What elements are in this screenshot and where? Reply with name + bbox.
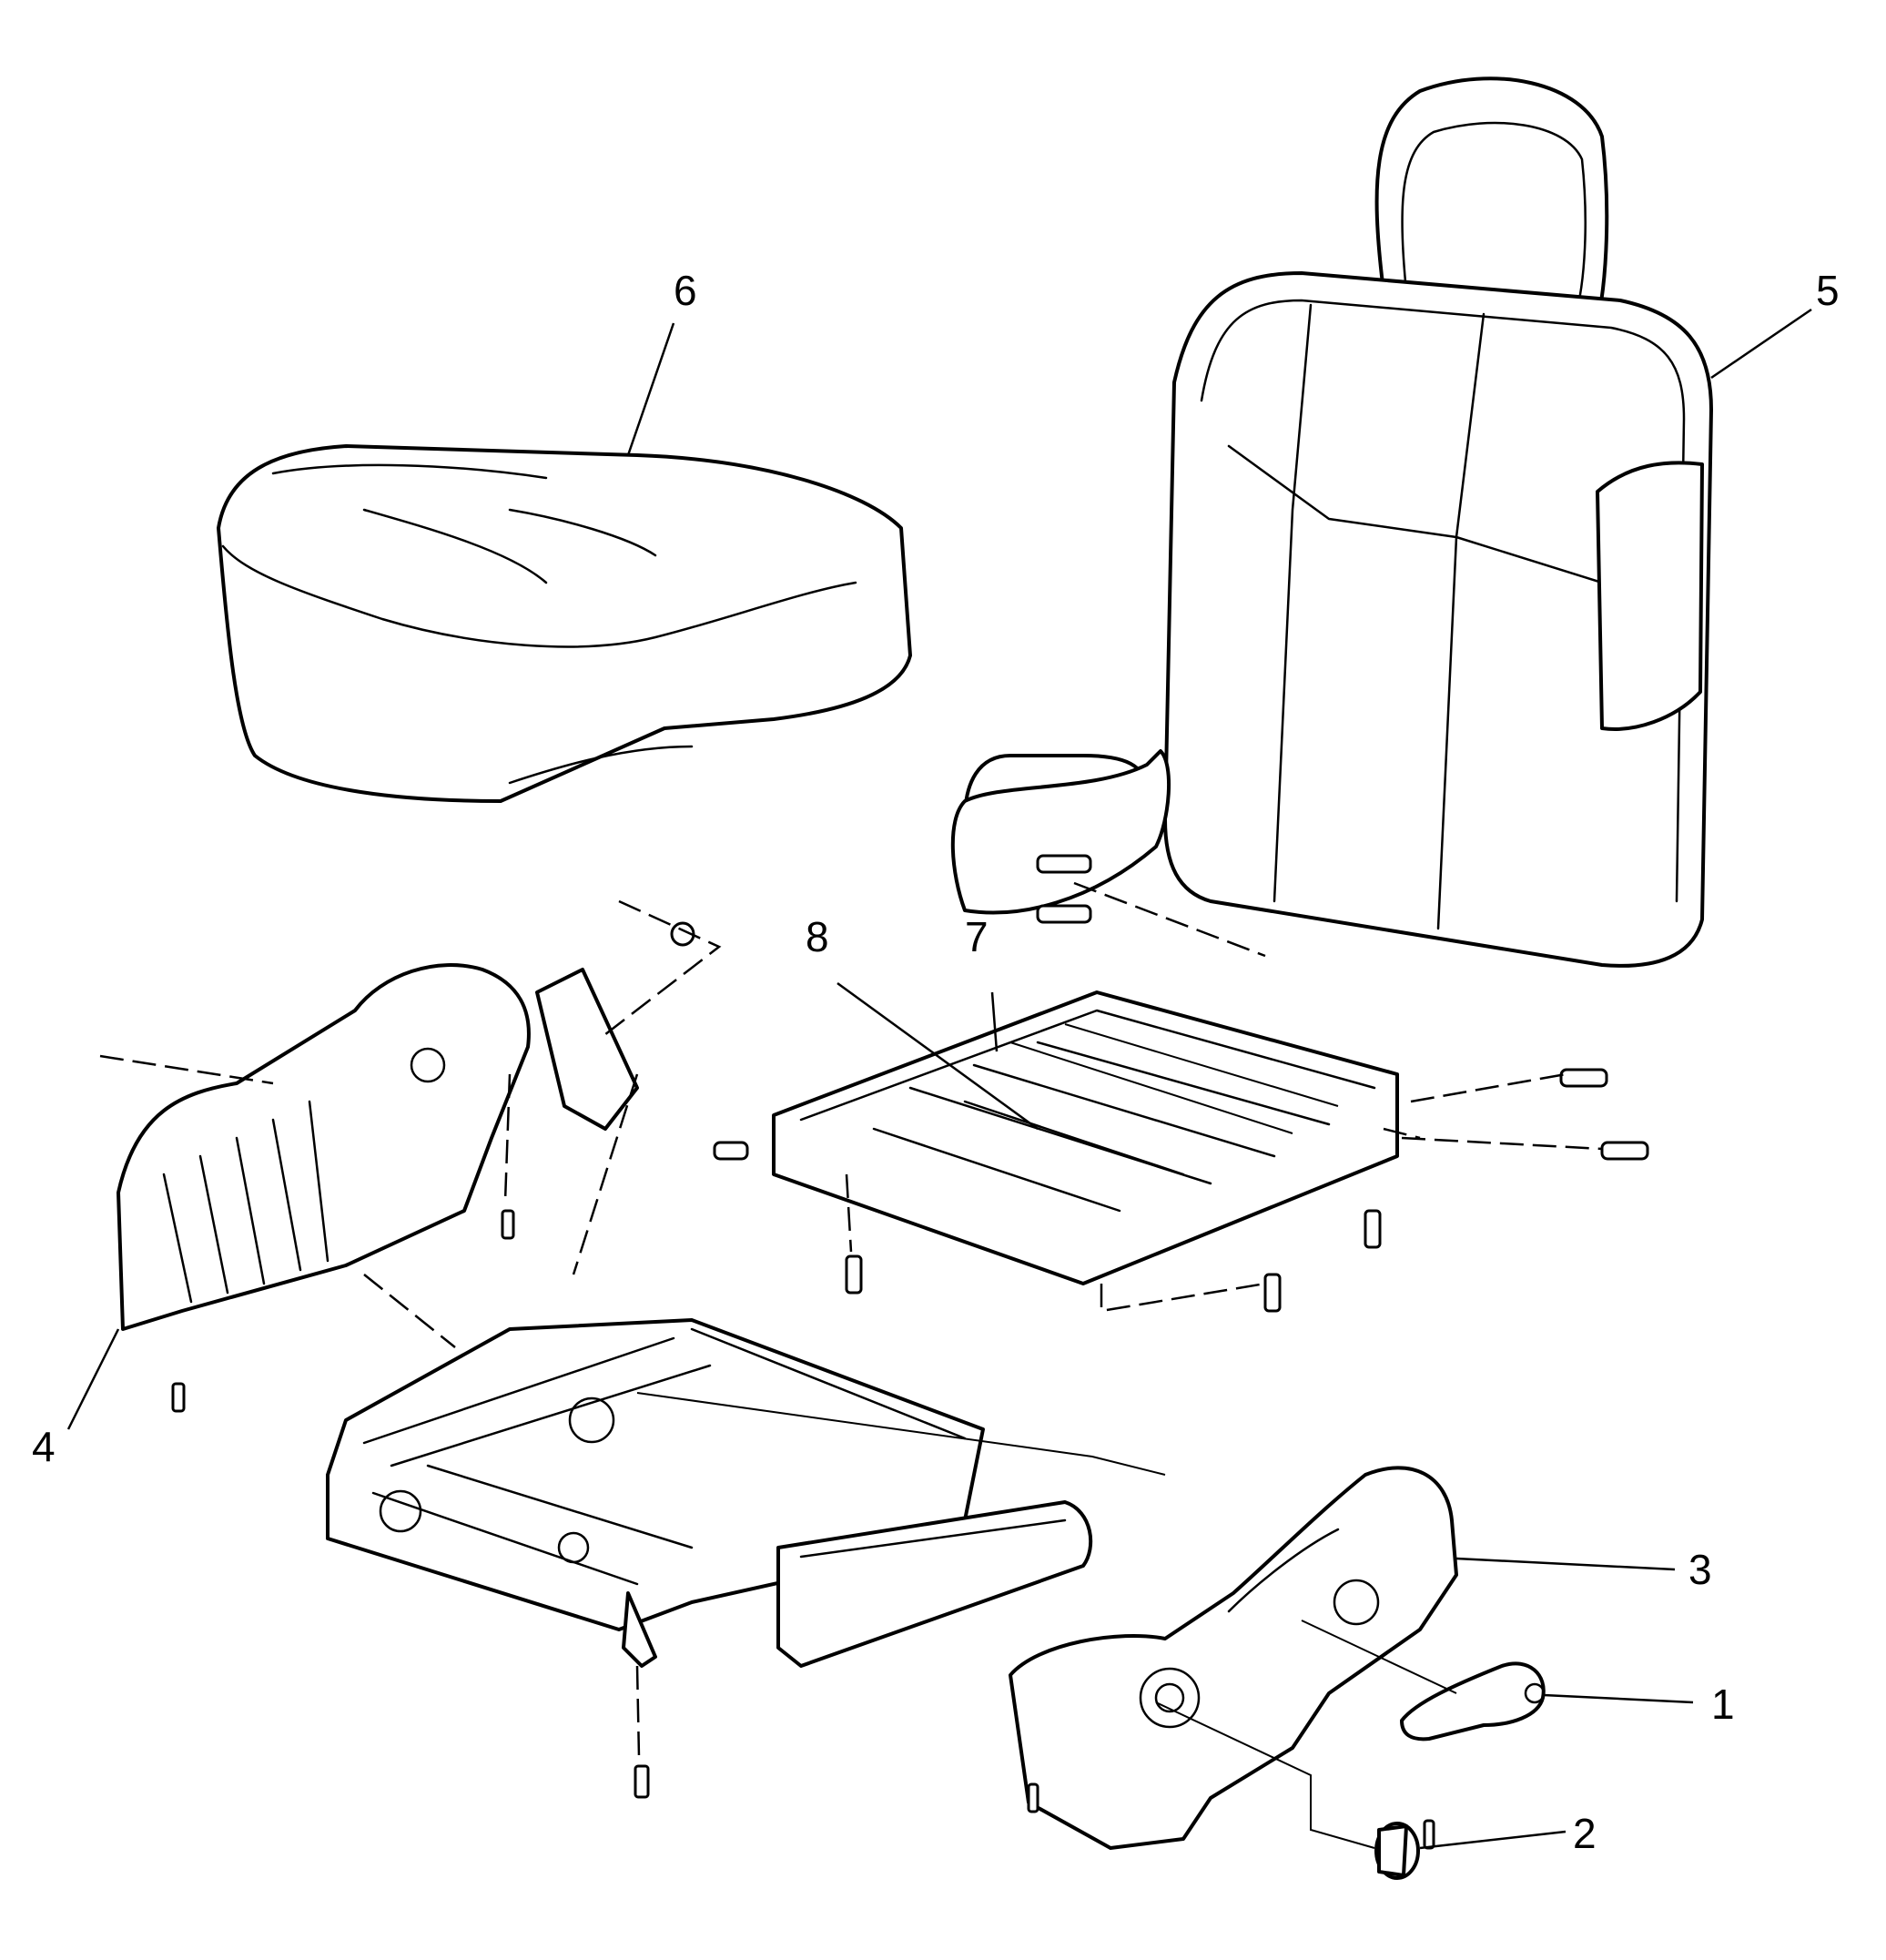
seat-cushion — [217, 444, 912, 803]
fasteners — [171, 854, 1649, 1850]
callout-5: 5 — [1816, 267, 1840, 314]
side-shield-right — [1009, 1466, 1458, 1850]
callout-7: 7 — [965, 913, 989, 960]
seat-adjuster — [326, 1318, 1093, 1668]
callout-1: 1 — [1711, 1681, 1735, 1728]
callout-3: 3 — [1688, 1546, 1712, 1593]
callout-4: 4 — [32, 1423, 56, 1470]
recliner-handle — [1400, 1661, 1546, 1742]
callout-8: 8 — [806, 913, 829, 960]
seat-back-assembly — [950, 76, 1713, 968]
assembly-lines — [99, 881, 1603, 1849]
callout-2: 2 — [1573, 1810, 1597, 1857]
side-shield-left — [117, 963, 639, 1331]
callout-6: 6 — [674, 267, 697, 314]
callout-leaders — [66, 308, 1812, 1850]
seat-pan-frame — [772, 990, 1399, 1285]
callout-labels: 1 2 3 4 5 6 7 8 — [32, 267, 1840, 1857]
adjuster-knob — [1374, 1822, 1420, 1880]
